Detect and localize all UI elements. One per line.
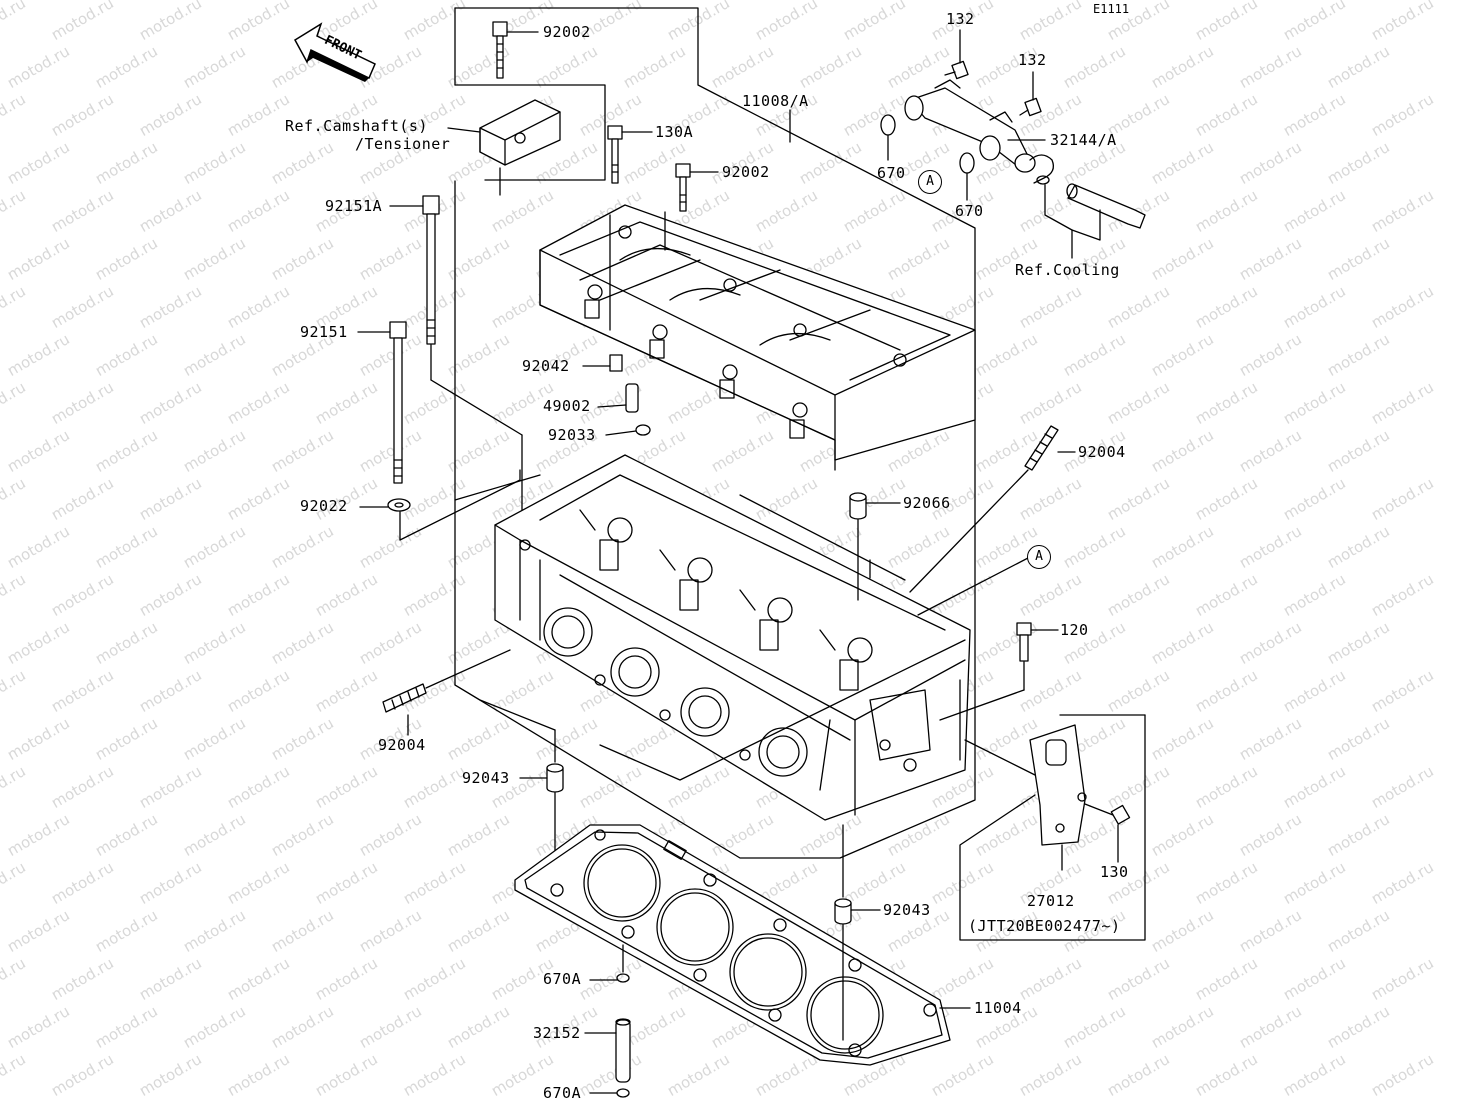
label-ref-cooling[interactable]: Ref.Cooling [1015, 261, 1120, 279]
cylinder-head-11008 [494, 454, 971, 821]
bolt-132-a [944, 29, 969, 80]
head-frame-lines [454, 474, 966, 781]
label-92043-left[interactable]: 92043 [462, 769, 510, 787]
cooling-hose-ref [1044, 183, 1146, 259]
ring-92033 [605, 424, 651, 436]
label-11004[interactable]: 11004 [974, 999, 1022, 1017]
label-92042[interactable]: 92042 [522, 357, 570, 375]
stud-92004-left [382, 649, 511, 736]
label-92004-top[interactable]: 92004 [1078, 443, 1126, 461]
bolt-92151 [357, 321, 407, 484]
bolt-132-b [1019, 71, 1042, 117]
o-ring-670A-bottom [589, 1088, 630, 1098]
dowel-92042 [582, 354, 623, 372]
leader-11008 [664, 109, 836, 471]
bolt-130A [607, 125, 653, 184]
label-92002-top[interactable]: 92002 [543, 23, 591, 41]
label-ref-tensioner[interactable]: /Tensioner [355, 135, 451, 153]
label-670A-bottom[interactable]: 670A [543, 1084, 582, 1102]
label-27012[interactable]: 27012 [1027, 892, 1075, 910]
water-pipe-32144A [904, 79, 1055, 185]
bolt-92002-top [492, 21, 539, 79]
label-49002[interactable]: 49002 [543, 397, 591, 415]
washer-92022 [359, 469, 521, 541]
front-direction-arrow: FRONT [294, 22, 376, 82]
label-130[interactable]: 130 [1100, 863, 1129, 881]
camshaft-ref-frame [454, 7, 606, 181]
bracket-27012 [1029, 724, 1087, 871]
label-32152[interactable]: 32152 [533, 1024, 581, 1042]
label-92033[interactable]: 92033 [548, 426, 596, 444]
assembly-frame-11008 [454, 7, 976, 859]
dowel-92043-right [834, 824, 881, 1041]
label-670-a[interactable]: 670 [877, 164, 906, 182]
bolt-92002-mid [675, 163, 719, 212]
label-92066[interactable]: 92066 [903, 494, 951, 512]
label-120[interactable]: 120 [1060, 621, 1089, 639]
label-92004-left[interactable]: 92004 [378, 736, 426, 754]
head-gasket-11004 [514, 824, 971, 1066]
label-92002-mid[interactable]: 92002 [722, 163, 770, 181]
bolt-120 [939, 622, 1059, 721]
label-92022[interactable]: 92022 [300, 497, 348, 515]
tappet-49002 [597, 383, 639, 413]
bolt-92151A [389, 195, 523, 521]
dowel-92043-left [519, 729, 564, 881]
label-92151A[interactable]: 92151A [325, 197, 383, 215]
label-11008A[interactable]: 11008/A [742, 92, 809, 110]
label-670A-top[interactable]: 670A [543, 970, 582, 988]
stud-92004-top [909, 425, 1076, 593]
bracket-27012-frame [959, 714, 1146, 941]
collar-92066 [849, 492, 901, 601]
callout-A-head[interactable]: A [1027, 545, 1051, 569]
o-ring-670-b [959, 152, 975, 201]
o-ring-670-a [880, 114, 896, 161]
diagram-code: E1111 [1093, 2, 1130, 16]
camshaft-tensioner-bracket [447, 99, 561, 196]
callout-A-top[interactable]: A [918, 170, 942, 194]
label-ref-camshaft[interactable]: Ref.Camshaft(s) [285, 117, 428, 135]
label-jtt-serial[interactable]: (JTT20BE002477~) [968, 917, 1121, 935]
label-132-b[interactable]: 132 [1018, 51, 1047, 69]
label-130A[interactable]: 130A [655, 123, 694, 141]
label-132-a[interactable]: 132 [946, 10, 975, 28]
camshaft-cap-holder [539, 204, 976, 461]
label-670-b[interactable]: 670 [955, 202, 984, 220]
label-92043-right[interactable]: 92043 [883, 901, 931, 919]
label-32144A[interactable]: 32144/A [1050, 131, 1117, 149]
label-92151[interactable]: 92151 [300, 323, 348, 341]
o-ring-670A-top [589, 944, 630, 983]
bolt-130 [1084, 803, 1131, 863]
pipe-32152 [584, 1018, 631, 1083]
